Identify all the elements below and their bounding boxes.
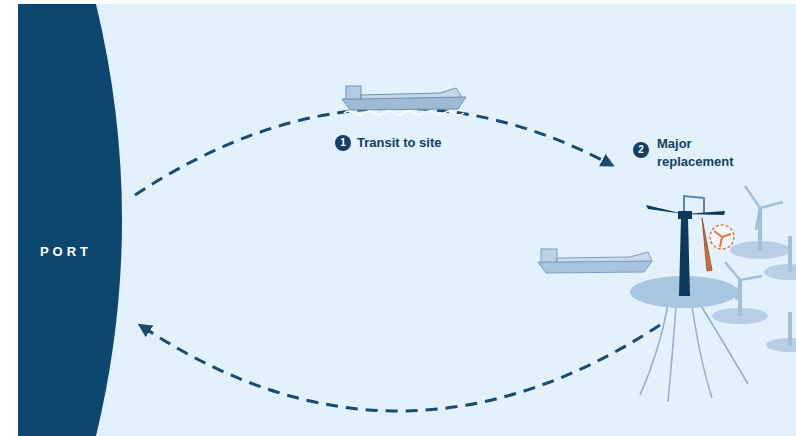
ship-deck [361, 88, 462, 99]
callout-number: 2 [633, 142, 649, 158]
port-label: PORT [40, 244, 92, 260]
port-shape: PORT [18, 0, 128, 436]
return-route [146, 325, 660, 411]
turbine-tower [788, 312, 792, 345]
turbine-blades [745, 186, 783, 230]
turbine-blade [646, 205, 684, 214]
ship-waves [344, 111, 464, 115]
replacement-marker [710, 225, 734, 249]
callout-number: 1 [335, 135, 351, 151]
vessel-bridge [541, 249, 557, 262]
port-outline [18, 0, 128, 436]
outbound-route [135, 108, 606, 195]
vessel-hull [538, 261, 652, 273]
sea-ground [18, 4, 796, 436]
turbine-blade [684, 211, 725, 215]
transit-ship [342, 86, 466, 115]
turbine-tower [788, 236, 792, 272]
ship-bridge [346, 86, 361, 99]
floating-turbine [630, 196, 748, 402]
vessel-deck [557, 252, 652, 262]
nacelle [678, 211, 692, 219]
mooring-lines [640, 304, 748, 402]
step-label: Major replacement [657, 135, 749, 171]
port-fill [18, 4, 122, 436]
service-vessel [538, 249, 652, 273]
turbine-tower [679, 218, 690, 296]
component-icon [714, 231, 731, 247]
replacement-blade [702, 218, 712, 271]
step-label: Transit to site [357, 134, 442, 152]
background-turbines [712, 186, 796, 352]
